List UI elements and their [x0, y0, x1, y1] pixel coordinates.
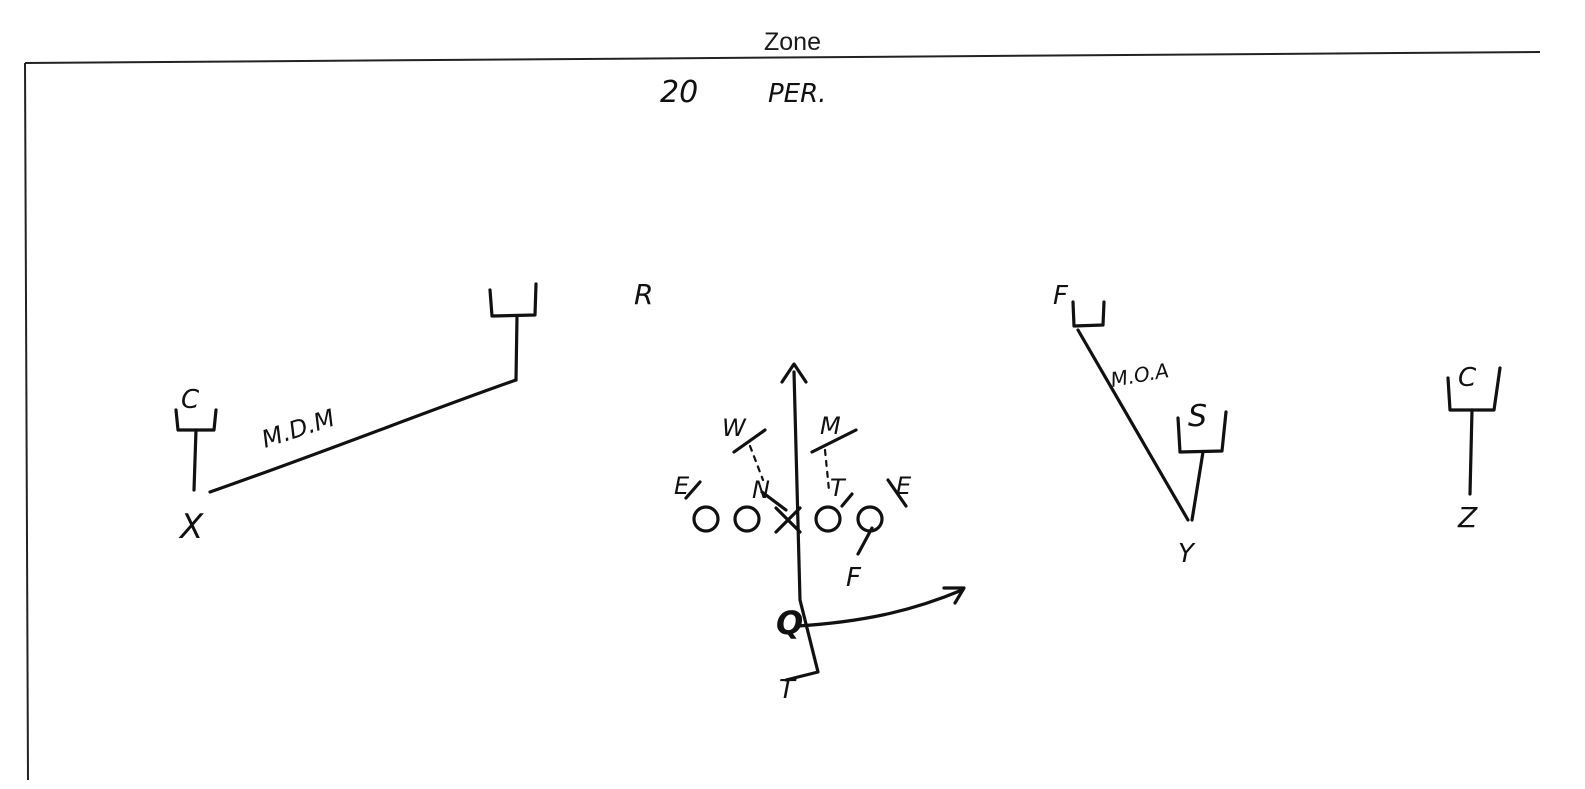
- left-end-mark: [684, 480, 702, 500]
- center-x-mark: [774, 506, 802, 534]
- qb-label: Q: [776, 604, 803, 642]
- personnel-label: 20: [660, 75, 698, 110]
- center-vertical-route: [784, 370, 820, 682]
- right-tackle-mark: [840, 492, 854, 508]
- right-end-label: E: [896, 472, 912, 500]
- right-guard-circle: [814, 505, 842, 533]
- x-route-line: [208, 378, 518, 494]
- right-corner-stem: [1468, 408, 1474, 496]
- will-lb-label: W: [722, 414, 747, 442]
- left-corner-stem: [192, 428, 198, 492]
- z-receiver-label: Z: [1457, 501, 1478, 534]
- left-end-label: E: [674, 472, 690, 500]
- will-lb-marker: [732, 428, 767, 454]
- left-guard-circle: [733, 505, 761, 533]
- tailback-label: T: [779, 675, 797, 705]
- left-deep-stem: [514, 314, 519, 382]
- mike-lb-drop: [823, 448, 831, 492]
- rover-label: R: [634, 278, 653, 311]
- left-tackle-label: N: [752, 476, 770, 504]
- diagram-title: Zone: [764, 28, 821, 56]
- right-end-mark: [886, 478, 908, 508]
- free-safety-line: [1076, 328, 1190, 522]
- will-lb-drop: [748, 444, 765, 482]
- right-corner-label: C: [1458, 363, 1477, 393]
- right-tackle-circle: [856, 505, 884, 533]
- strong-safety-stem: [1190, 450, 1205, 522]
- frame-left-line: [24, 62, 29, 781]
- left-tackle-circle: [692, 505, 720, 533]
- swing-route-line: [796, 588, 964, 628]
- left-corner-label: C: [181, 385, 200, 415]
- frame-top-line: [24, 51, 1541, 64]
- left-coverage-note: M.D.M: [258, 404, 338, 454]
- free-safety-cup: [1071, 300, 1106, 328]
- strong-safety-label: S: [1188, 399, 1207, 434]
- free-safety-label: F: [1053, 281, 1069, 311]
- mike-lb-marker: [810, 428, 858, 454]
- x-receiver-label: X: [178, 507, 204, 547]
- y-receiver-label: Y: [1178, 539, 1196, 569]
- formation-tag: PER.: [768, 79, 826, 109]
- fullback-label: F: [846, 563, 862, 593]
- vertical-arrowhead: [780, 362, 808, 384]
- guard-block-line: [760, 490, 788, 512]
- right-tackle-label: T: [830, 474, 847, 502]
- left-deep-cup: [488, 282, 538, 318]
- fullback-track: [856, 526, 874, 556]
- mike-lb-label: M: [820, 412, 841, 440]
- strong-safety-cup: [1176, 410, 1228, 454]
- swing-route-arrowhead: [942, 586, 966, 605]
- right-coverage-note: M.O.A: [1109, 358, 1171, 392]
